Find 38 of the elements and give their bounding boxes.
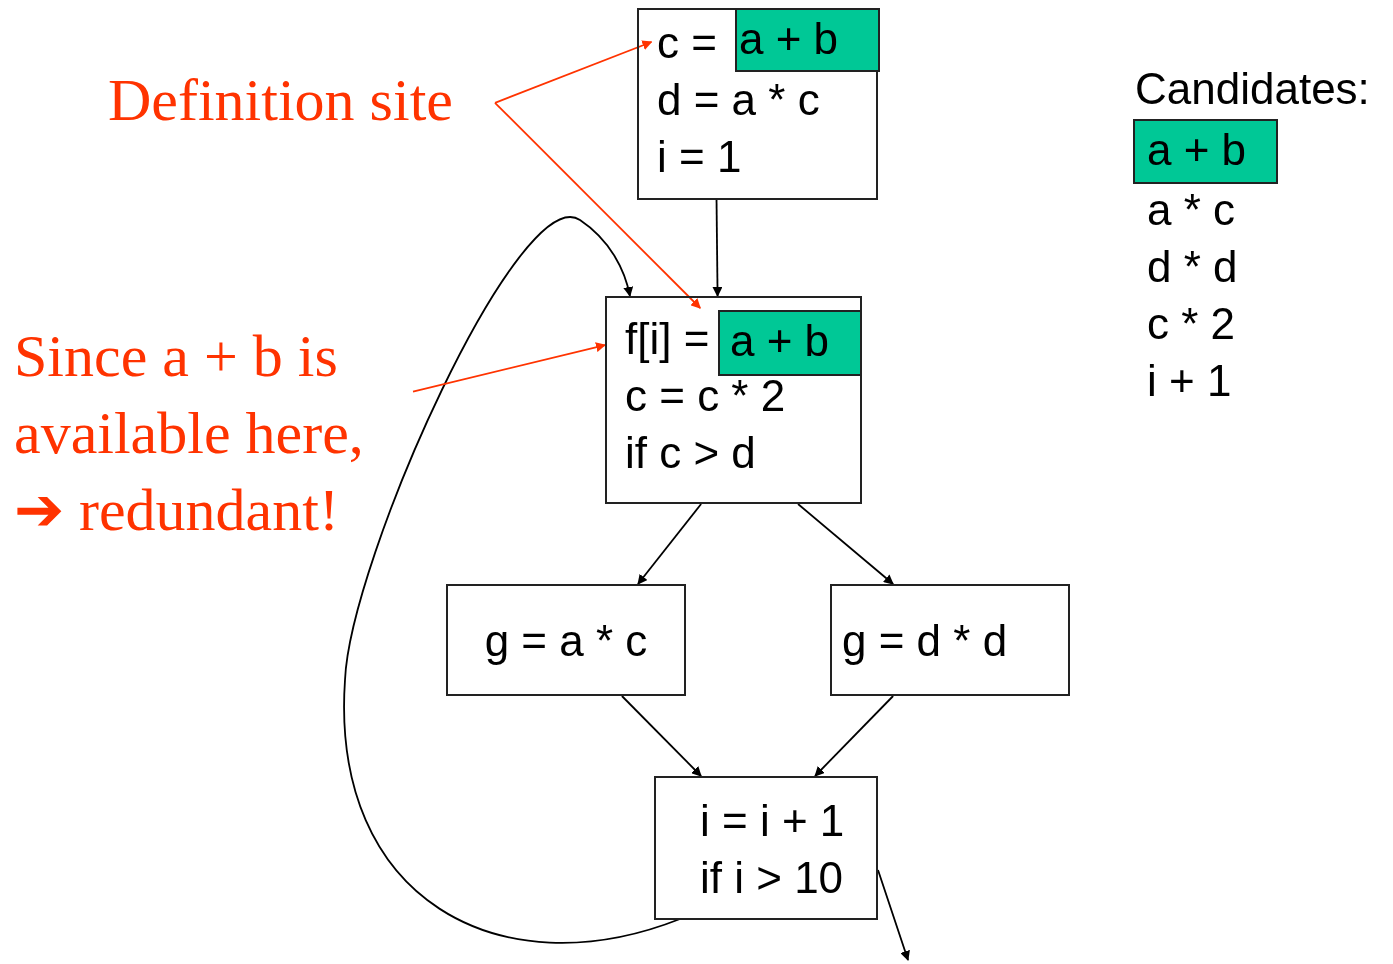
code-block — [830, 584, 1070, 696]
code-line: if i > 10 — [700, 852, 844, 904]
arrow — [494, 101, 702, 309]
arrow — [814, 695, 894, 777]
code-block — [637, 8, 878, 200]
candidate-expression: c * 2 — [1146, 298, 1236, 350]
annotation-text: Since a + b is available here, ➔ redundant! — [14, 322, 365, 545]
arrow — [412, 342, 606, 393]
candidate-expression: i + 1 — [1146, 355, 1232, 407]
heading-text: Candidates: — [1135, 63, 1370, 115]
arrow — [344, 217, 681, 944]
code-line: f[i] = — [625, 313, 710, 365]
highlighted-expression — [735, 8, 880, 72]
code-block — [446, 584, 686, 696]
arrow — [494, 40, 653, 104]
code-block — [654, 776, 878, 920]
arrow — [637, 503, 702, 585]
candidate-expression: d * d — [1146, 241, 1238, 293]
code-line: g = a * c — [484, 614, 648, 667]
arrow — [712, 199, 723, 297]
code-block — [605, 296, 862, 504]
highlighted-expression — [718, 310, 862, 376]
arrow — [877, 869, 910, 961]
code-line: i = i + 1 — [700, 795, 845, 847]
highlighted-expression: a + b — [1147, 124, 1248, 176]
annotation-text: Definition site — [108, 66, 454, 135]
code-line: i = 1 — [657, 131, 742, 183]
code-line: g = d * d — [842, 614, 1008, 667]
code-line: if c > d — [625, 427, 756, 479]
code-line: c = c * 2 — [625, 370, 786, 422]
highlighted-expression: a + b — [730, 315, 831, 367]
code-line: d = a * c — [657, 74, 820, 126]
code-line: c = — [657, 17, 717, 69]
highlighted-expression — [1133, 119, 1278, 184]
arrow — [797, 503, 894, 585]
highlighted-expression: a + b — [739, 13, 840, 65]
candidate-expression: a * c — [1146, 184, 1236, 236]
arrow — [621, 695, 702, 777]
